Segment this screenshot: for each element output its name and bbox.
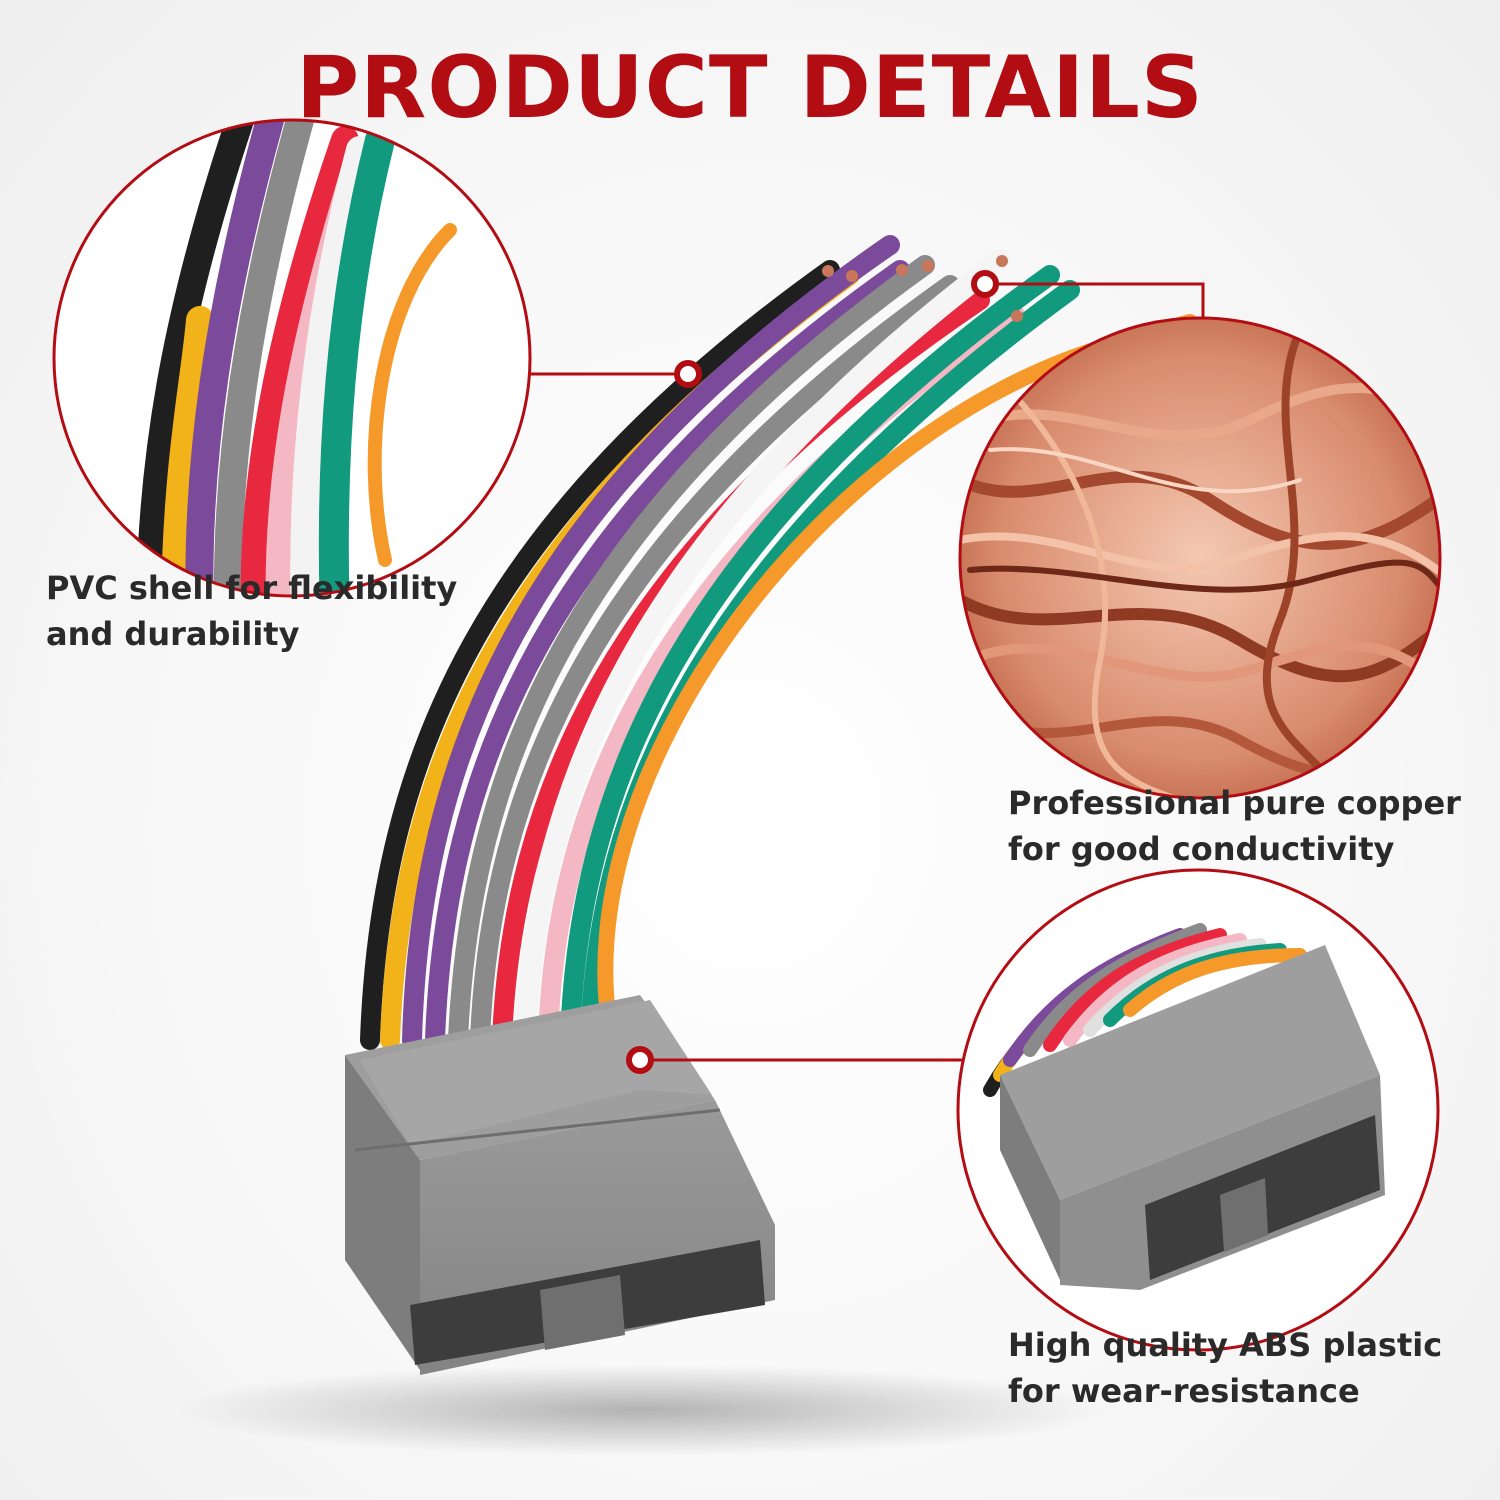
main-connector: [345, 995, 775, 1375]
copper-caption-line1: Professional pure copper: [1008, 784, 1461, 822]
main-wire-bundle: [360, 235, 1198, 1051]
abs-plastic-caption: High quality ABS plastic for wear-resist…: [1008, 1322, 1442, 1414]
wire-copper-tips: [822, 255, 1113, 351]
pvc-caption-line2: and durability: [46, 615, 300, 653]
abs-zoom-circle: [956, 868, 1440, 1352]
callout-dots: [626, 270, 999, 1074]
page-title: PRODUCT DETAILS: [296, 38, 1204, 138]
abs-caption-line2: for wear-resistance: [1008, 1372, 1360, 1410]
copper-caption: Professional pure copper for good conduc…: [1008, 780, 1461, 872]
pvc-caption-line1: PVC shell for flexibility: [46, 569, 458, 607]
copper-caption-line2: for good conductivity: [1008, 830, 1395, 868]
floor-shadow: [170, 1364, 1110, 1456]
pvc-zoom-circle: [52, 118, 532, 598]
abs-caption-line1: High quality ABS plastic: [1008, 1326, 1443, 1364]
copper-zoom-circle: [958, 316, 1442, 800]
pvc-shell-caption: PVC shell for flexibility and durability: [46, 565, 457, 657]
